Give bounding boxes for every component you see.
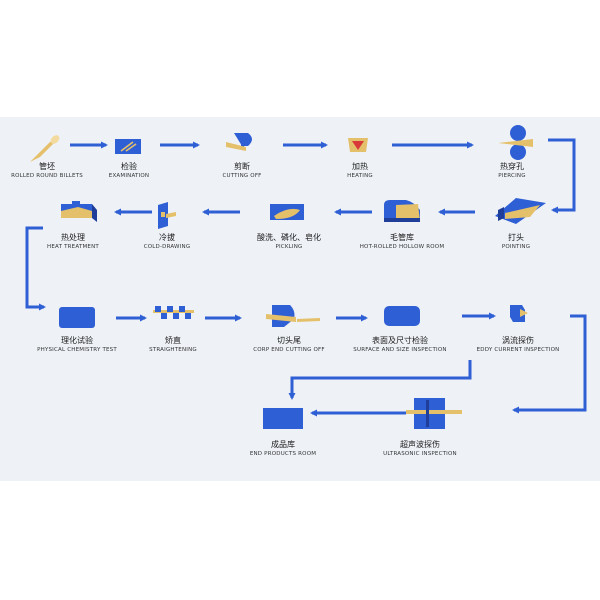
step-label-cn: 超声波探伤 bbox=[400, 440, 440, 449]
step-label-cn: 成品库 bbox=[271, 440, 295, 449]
step-label-en: EDDY CURRENT INSPECTION bbox=[476, 347, 560, 353]
arrow-return-to-products bbox=[288, 360, 472, 400]
heat-treatment-icon bbox=[61, 201, 97, 222]
pickling-icon bbox=[270, 204, 304, 220]
step-label-en: STRAIGHTENING bbox=[149, 347, 197, 353]
step-corp-end-cutting-off: 切头尾 CORP END CUTTING OFF bbox=[229, 336, 349, 354]
step-surface-and-size-inspection: 表面及尺寸检验 SURFACE AND SIZE INSPECTION bbox=[340, 336, 460, 354]
step-label-cn: 热处理 bbox=[61, 233, 85, 242]
step-label-cn: 检验 bbox=[121, 162, 137, 171]
step-label-en: HOT-ROLLED HOLLOW ROOM bbox=[359, 244, 445, 250]
step-cutting-off: 剪断 CUTTING OFF bbox=[182, 162, 302, 180]
step-label-en: PICKLING bbox=[275, 244, 303, 250]
step-label-cn: 表面及尺寸检验 bbox=[372, 336, 428, 345]
step-label-cn: 剪断 bbox=[234, 162, 250, 171]
step-hot-rolled-hollow-room: 毛管库 HOT-ROLLED HOLLOW ROOM bbox=[342, 233, 462, 251]
eddy-current-icon bbox=[510, 305, 528, 322]
step-label-cn: 涡流探伤 bbox=[502, 336, 534, 345]
step-label-en: COLD-DRAWING bbox=[143, 244, 191, 250]
straightening-icon bbox=[153, 306, 194, 319]
step-label-en: POINTING bbox=[501, 244, 531, 250]
step-label-en: PIERCING bbox=[498, 173, 526, 179]
step-label-en: SURFACE AND SIZE INSPECTION bbox=[353, 347, 447, 353]
inspection-block-icon bbox=[384, 306, 420, 326]
step-label-en: HEATING bbox=[347, 173, 373, 179]
step-rolled-round-billets: 管坯 ROLLED ROUND BILLETS bbox=[0, 162, 107, 180]
cutting-icon bbox=[226, 133, 252, 151]
cold-drawing-icon bbox=[158, 202, 176, 229]
products-room-icon bbox=[263, 408, 303, 429]
step-label-cn: 冷拔 bbox=[159, 233, 175, 242]
step-label-en: PHYSICAL CHEMISTRY TEST bbox=[37, 347, 117, 353]
step-label-cn: 加热 bbox=[352, 162, 368, 171]
step-label-cn: 理化试验 bbox=[61, 336, 93, 345]
billet-icon bbox=[30, 135, 60, 162]
step-label-cn: 热穿孔 bbox=[500, 162, 524, 171]
step-label-cn: 管坯 bbox=[39, 162, 55, 171]
step-end-products-room: 成品库 END PRODUCTS ROOM bbox=[223, 440, 343, 458]
pointing-icon bbox=[495, 198, 546, 224]
step-label-cn: 打头 bbox=[508, 233, 524, 242]
arrow-heat-treatment-to-test bbox=[25, 226, 46, 311]
step-examination: 检验 EXAMINATION bbox=[69, 162, 189, 180]
step-label-en: END PRODUCTS ROOM bbox=[249, 451, 317, 457]
step-heat-treatment: 热处理 HEAT TREATMENT bbox=[13, 233, 133, 251]
step-label-cn: 毛管库 bbox=[390, 233, 414, 242]
step-label-en: CORP END CUTTING OFF bbox=[253, 347, 325, 353]
step-ultrasonic-inspection: 超声波探伤 ULTRASONIC INSPECTION bbox=[360, 440, 480, 458]
furnace-icon bbox=[348, 138, 368, 152]
step-cold-drawing: 冷拔 COLD-DRAWING bbox=[107, 233, 227, 251]
step-heating: 加热 HEATING bbox=[300, 162, 420, 180]
step-pointing: 打头 POINTING bbox=[456, 233, 576, 251]
piercing-rolls-icon bbox=[498, 125, 533, 160]
step-straightening: 矫直 STRAIGHTENING bbox=[113, 336, 233, 354]
arrow-piercing-to-pointing bbox=[548, 138, 576, 214]
step-physical-chemistry-test: 理化试验 PHYSICAL CHEMISTRY TEST bbox=[17, 336, 137, 354]
step-label-cn: 矫直 bbox=[165, 336, 181, 345]
test-block-icon bbox=[59, 307, 95, 328]
step-label-en: CUTTING OFF bbox=[222, 173, 262, 179]
ultrasonic-icon bbox=[406, 398, 462, 429]
examination-icon bbox=[115, 139, 141, 154]
arrow-eddy-to-ultrasonic bbox=[512, 314, 587, 414]
step-label-en: ROLLED ROUND BILLETS bbox=[11, 173, 83, 179]
step-pickling: 酸洗、磷化、皂化 PICKLING bbox=[229, 233, 349, 251]
step-eddy-current-inspection: 涡流探伤 EDDY CURRENT INSPECTION bbox=[458, 336, 578, 354]
end-cutting-icon bbox=[266, 305, 320, 327]
step-label-en: ULTRASONIC INSPECTION bbox=[383, 451, 457, 457]
step-label-en: HEAT TREATMENT bbox=[47, 244, 99, 250]
hollow-room-icon bbox=[384, 200, 420, 222]
flow-arrows bbox=[25, 138, 587, 417]
step-label-cn: 切头尾 bbox=[277, 336, 301, 345]
step-label-en: EXAMINATION bbox=[108, 173, 150, 179]
step-label-cn: 酸洗、磷化、皂化 bbox=[257, 233, 321, 242]
step-piercing: 热穿孔 PIERCING bbox=[452, 162, 572, 180]
